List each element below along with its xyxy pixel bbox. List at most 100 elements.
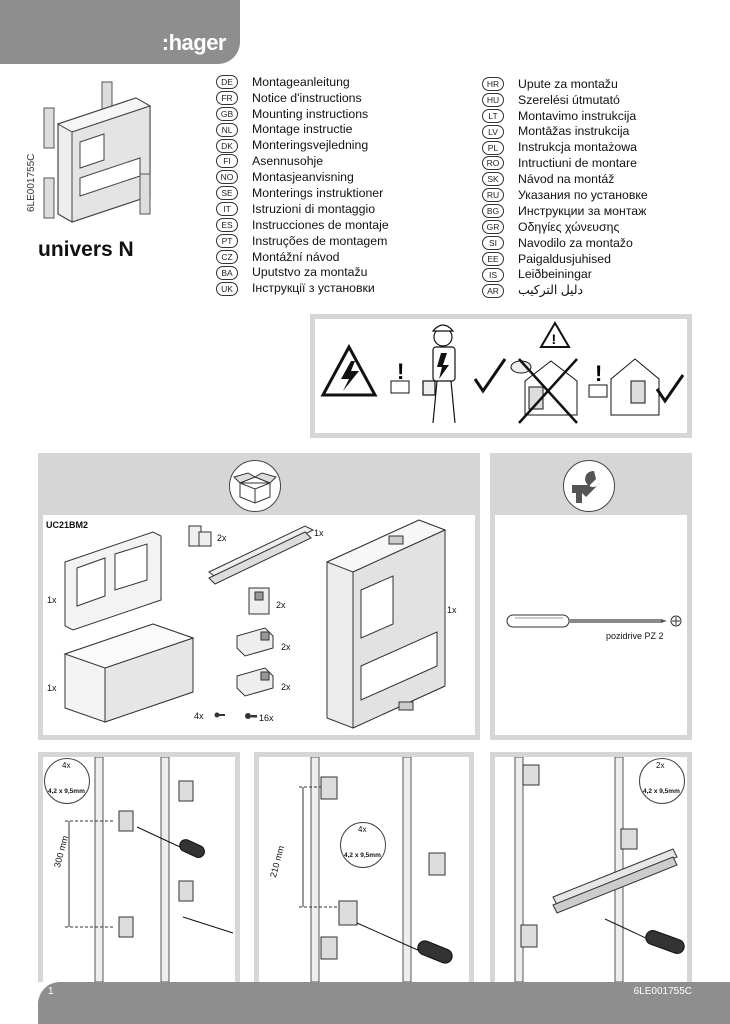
language-label: Οδηγίες χώνευσης xyxy=(518,219,620,234)
screw-large-quantity: 16x xyxy=(259,713,274,723)
language-item: SK Návod na montáž xyxy=(482,171,648,187)
box-quantity: 1x xyxy=(47,683,57,693)
mounting-plate-drawing xyxy=(64,531,162,631)
language-code-badge: LV xyxy=(482,124,504,139)
connector-a-drawing xyxy=(236,627,274,657)
step-1-illustration xyxy=(65,757,234,982)
language-item: LV Montāžas instrukcija xyxy=(482,124,648,140)
language-item: DK Monteringsvejledning xyxy=(216,138,389,154)
language-code-badge: NO xyxy=(216,170,238,185)
language-label: Szerelési útmutató xyxy=(518,92,620,107)
language-label: Monterings instruktioner xyxy=(252,186,384,201)
screw-spec-icon-step2 xyxy=(340,822,386,868)
connector-b-drawing xyxy=(236,667,274,697)
language-item: HU Szerelési útmutató xyxy=(482,92,648,108)
package-contents-icon xyxy=(229,460,281,512)
language-code-badge: IS xyxy=(482,267,504,282)
footer-bar xyxy=(38,982,730,1024)
cover-quantity: 1x xyxy=(447,605,457,615)
language-code-badge: RU xyxy=(482,188,504,203)
language-code-badge: DK xyxy=(216,138,238,153)
language-code-badge: HU xyxy=(482,92,504,107)
language-code-badge: PL xyxy=(482,140,504,155)
svg-text:!: ! xyxy=(552,331,557,347)
language-item: BG Инструкции за монтаж xyxy=(482,203,648,219)
bracket-drawing xyxy=(188,525,212,547)
step-2-screw-count: 4x xyxy=(358,825,367,834)
page-number: 1 xyxy=(48,986,54,997)
step-2-screw-size: 4,2 x 9,5mm xyxy=(344,852,381,859)
language-code-badge: NL xyxy=(216,122,238,137)
language-label: Montāžas instrukcija xyxy=(518,124,630,139)
language-code-badge: UK xyxy=(216,281,238,296)
bracket-quantity: 2x xyxy=(217,533,227,543)
rail-drawing-step3 xyxy=(552,848,678,914)
checkmark-icon xyxy=(473,358,507,394)
screwdriver-label: pozidrive PZ 2 xyxy=(606,631,664,641)
language-item: PL Instrukcja montażowa xyxy=(482,140,648,156)
footer-document-code: 6LE001755C xyxy=(633,986,692,997)
electric-hazard-icon xyxy=(320,343,378,397)
language-code-badge: SK xyxy=(482,172,504,187)
step-1-screw-size: 4,2 x 9,5mm xyxy=(48,788,85,795)
language-label: Montasjeanvisning xyxy=(252,170,354,185)
language-code-badge: AR xyxy=(482,283,504,298)
screw-small-quantity: 4x xyxy=(194,711,204,721)
language-label: Instruções de montagem xyxy=(252,233,388,248)
screwdriver-drawing xyxy=(136,826,205,859)
din-rail-drawing xyxy=(208,525,315,585)
warning-icon: ! xyxy=(539,321,571,348)
language-label: Montavimo instrukcija xyxy=(518,108,637,123)
language-code-badge: IT xyxy=(216,202,238,217)
language-label: Instrukcja montażowa xyxy=(518,140,637,155)
language-code-badge: FR xyxy=(216,90,238,105)
clamp-drawing xyxy=(248,587,270,615)
language-item: NO Montasjeanvisning xyxy=(216,169,389,185)
checkmark-icon-2 xyxy=(655,374,685,404)
step-1-screw-count: 4x xyxy=(62,761,71,770)
step-3-screw-count: 2x xyxy=(656,761,665,770)
step-2-illustration xyxy=(299,757,453,982)
step-3-illustration xyxy=(514,757,685,982)
language-label: Upute za montažu xyxy=(518,76,618,91)
language-item: CZ Montážní návod xyxy=(216,249,389,265)
language-label: دليل التركيب xyxy=(518,283,583,298)
language-code-badge: CZ xyxy=(216,249,238,264)
language-label: Инструкции за монтаж xyxy=(518,203,647,218)
language-item: SE Monterings instruktioner xyxy=(216,185,389,201)
safety-illustration: ! ! ! xyxy=(320,321,685,424)
parts-illustration xyxy=(63,519,447,729)
enclosure-cover-drawing xyxy=(325,519,447,729)
clamp-quantity: 2x xyxy=(276,600,286,610)
language-code-badge: BG xyxy=(482,204,504,219)
language-label: Návod na montáž xyxy=(518,172,615,187)
kit-reference: UC21BM2 xyxy=(46,520,89,530)
language-item: AR دليل التركيب xyxy=(482,283,648,299)
language-label: Інструкції з установки xyxy=(252,281,375,296)
language-label: Monteringsvejledning xyxy=(252,138,369,153)
screw-large-drawing xyxy=(245,713,257,719)
language-code-badge: BA xyxy=(216,265,238,280)
language-code-badge: RO xyxy=(482,156,504,171)
language-code-badge: SE xyxy=(216,186,238,201)
product-name: univers N xyxy=(38,238,134,261)
language-label: Montage instructie xyxy=(252,122,353,137)
hand-pointer-icon xyxy=(390,380,410,394)
indoor-installation-icon xyxy=(610,358,660,416)
outdoor-installation-crossed-icon xyxy=(510,358,578,424)
rail-quantity: 1x xyxy=(314,528,324,538)
language-label: Montážní návod xyxy=(252,249,340,264)
header-bar: :hager xyxy=(0,0,240,64)
